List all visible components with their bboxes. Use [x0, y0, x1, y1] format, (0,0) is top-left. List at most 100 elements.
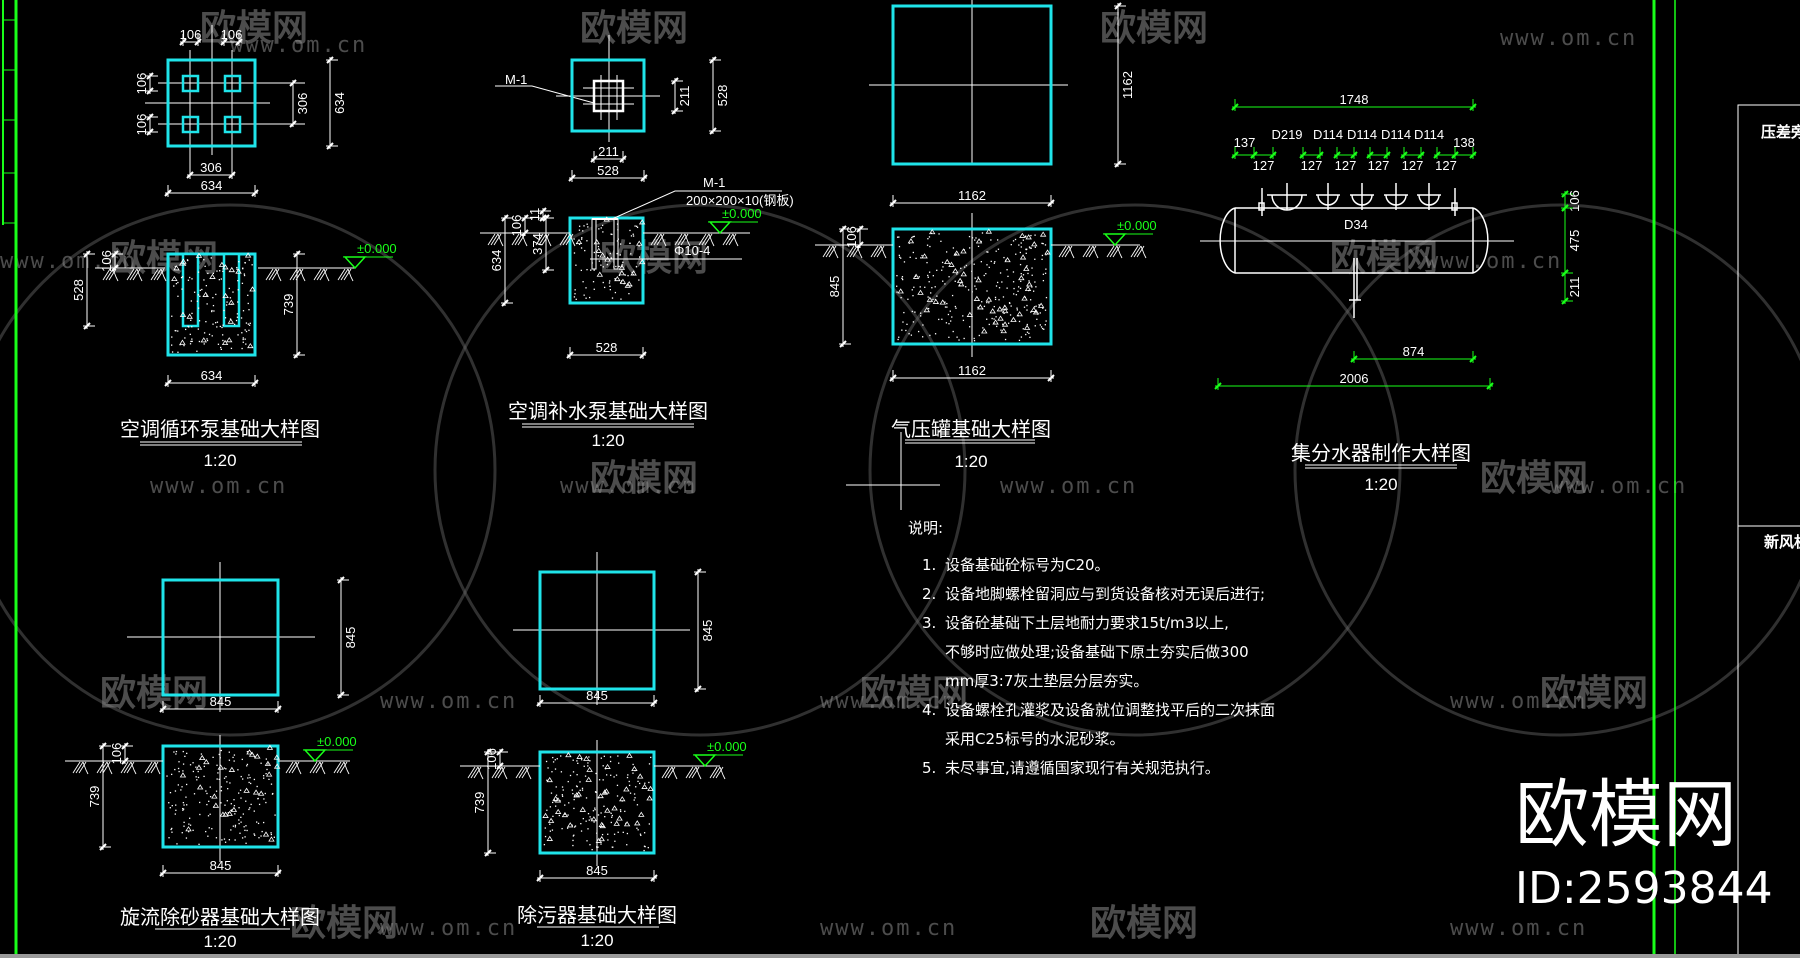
- dimension-label: 634: [332, 92, 347, 114]
- watermark-logo: 欧模网: [1100, 8, 1208, 49]
- drawing-scale: 1:20: [1364, 475, 1397, 494]
- elevation-label: ±0.000: [357, 241, 397, 256]
- dimension-label: 845: [210, 694, 232, 709]
- dimension-label: 528: [597, 163, 619, 178]
- watermark-logo: 欧模网: [1480, 458, 1588, 499]
- dimension-label: 739: [472, 792, 487, 814]
- dimension-label: 106: [844, 226, 859, 248]
- dimension: 634: [164, 368, 259, 387]
- dimension-label: 127: [1301, 158, 1323, 173]
- drawing-title: 旋流除砂器基础大样图: [120, 905, 320, 929]
- dimension-label: 211: [1567, 277, 1582, 298]
- concrete-fill: [542, 751, 654, 852]
- dimension-label: 845: [700, 620, 715, 642]
- dimension: 211: [590, 144, 627, 163]
- dimension: 306: [289, 79, 310, 128]
- dimension: 1162: [889, 363, 1055, 382]
- plate-spec: 200×200×10(钢板): [686, 193, 794, 208]
- watermark-logo: 欧模网: [110, 238, 218, 279]
- dimension-label: 127: [1435, 158, 1457, 173]
- title-block-cell-1: 压差旁通: [1761, 123, 1800, 141]
- dimension-label: 2006: [1340, 371, 1369, 386]
- dimension: 874: [1350, 344, 1477, 363]
- elevation-label: ±0.000: [707, 739, 747, 754]
- dimension: 634: [489, 214, 513, 307]
- dimension: 2006: [1214, 371, 1494, 390]
- dimension: 374: [530, 214, 554, 274]
- anchor-holes: [181, 74, 242, 134]
- drawing-title: 空调循环泵基础大样图: [120, 417, 320, 441]
- elevation-label: ±0.000: [722, 206, 762, 221]
- dimension: 211: [671, 77, 692, 115]
- dimension-label: 106: [99, 250, 114, 272]
- note-number: 4.: [922, 701, 936, 719]
- concrete-fill: [166, 744, 281, 845]
- dimension: 845: [536, 688, 658, 707]
- watermark-url: www.om.cn: [1450, 689, 1587, 714]
- concrete-fill: [896, 228, 1051, 342]
- note-number: 5.: [922, 759, 936, 777]
- plate-label-section: M-1: [703, 175, 725, 190]
- note-number: 2.: [922, 585, 936, 603]
- elevation-marks: ±0.000±0.000±0.000±0.000±0.000: [303, 206, 1157, 768]
- watermark-circles: [0, 203, 1800, 737]
- dimension: 138: [1451, 135, 1477, 159]
- dimension-label: 211: [598, 144, 619, 159]
- drawing-title: 集分水器制作大样图: [1291, 441, 1471, 465]
- note-line: 采用C25标号的水泥砂浆。: [945, 730, 1125, 748]
- dimension-label: 127: [1368, 158, 1390, 173]
- dimension-label: 127: [1253, 158, 1275, 173]
- dimension: 528: [709, 56, 730, 135]
- notes-heading: 说明:: [908, 519, 943, 537]
- dimension: 634: [164, 178, 259, 197]
- note-line: 不够时应做处理;设备基础下原土夯实后做300: [945, 643, 1249, 661]
- drawing-title: 除污器基础大样图: [517, 903, 677, 927]
- dimension: 528: [71, 250, 95, 330]
- note-line: mm厚3:7灰土垫层分层夯实。: [945, 672, 1148, 690]
- drawing-title: 气压罐基础大样图: [891, 417, 1051, 441]
- nozzle-label: D114: [1313, 127, 1343, 142]
- watermark-url: www.om.cn: [820, 916, 957, 941]
- dimension-label: 845: [586, 863, 608, 878]
- dimension-label: 106: [221, 27, 243, 42]
- note-line: 未尽事宜,请遵循国家现行有关规范执行。: [945, 759, 1220, 777]
- dimension-label: 1162: [1120, 71, 1135, 99]
- dimension-label: 106: [509, 215, 524, 237]
- watermark-logo: 欧模网: [1090, 903, 1198, 944]
- watermark-url: www.om.cn: [560, 474, 697, 499]
- dimension-label: 1162: [958, 363, 986, 378]
- dimension: 127: [1250, 147, 1277, 173]
- plan-outline: [166, 58, 257, 148]
- drawing-scale: 1:20: [203, 932, 236, 951]
- dimension: 1162: [1114, 2, 1135, 168]
- dimension: 845: [159, 694, 282, 713]
- note-line: 设备砼基础下土层地耐力要求15t/m3以上,: [945, 614, 1229, 632]
- dimension-label: 306: [295, 93, 310, 115]
- dimension: 634: [326, 56, 347, 150]
- dimension-label: 634: [201, 178, 223, 193]
- dimension: 845: [827, 225, 851, 348]
- drawing-scale: 1:20: [580, 931, 613, 950]
- right-frame: [1652, 0, 1800, 958]
- dimension-label: 138: [1453, 135, 1475, 150]
- dimension-label: 127: [1335, 158, 1357, 173]
- section-outline: [166, 252, 257, 357]
- nozzle-label: D219: [1271, 127, 1302, 142]
- dimension: 845: [694, 568, 715, 693]
- dimension: 1748: [1231, 92, 1477, 111]
- note-line: 设备地脚螺栓留洞应与到货设备核对无误后进行;: [945, 585, 1265, 603]
- dimension-label: 1162: [958, 188, 986, 203]
- dimension-label: 1748: [1340, 92, 1369, 107]
- drawing-dirt-separator-base: 除污器基础大样图 1:20: [513, 552, 690, 950]
- dimension: 306: [186, 160, 236, 179]
- watermark-logo: 欧模网: [290, 903, 398, 944]
- title-block-cell-2: 新风机组: [1764, 533, 1800, 551]
- nozzle-label: D114: [1347, 127, 1377, 142]
- dimension: 127: [1366, 147, 1391, 173]
- dimension-label: 106: [109, 743, 124, 765]
- dimension-label: 374: [530, 233, 545, 255]
- drawing-scale: 1:20: [203, 451, 236, 470]
- note-line: 设备基础砼标号为C20。: [945, 556, 1110, 574]
